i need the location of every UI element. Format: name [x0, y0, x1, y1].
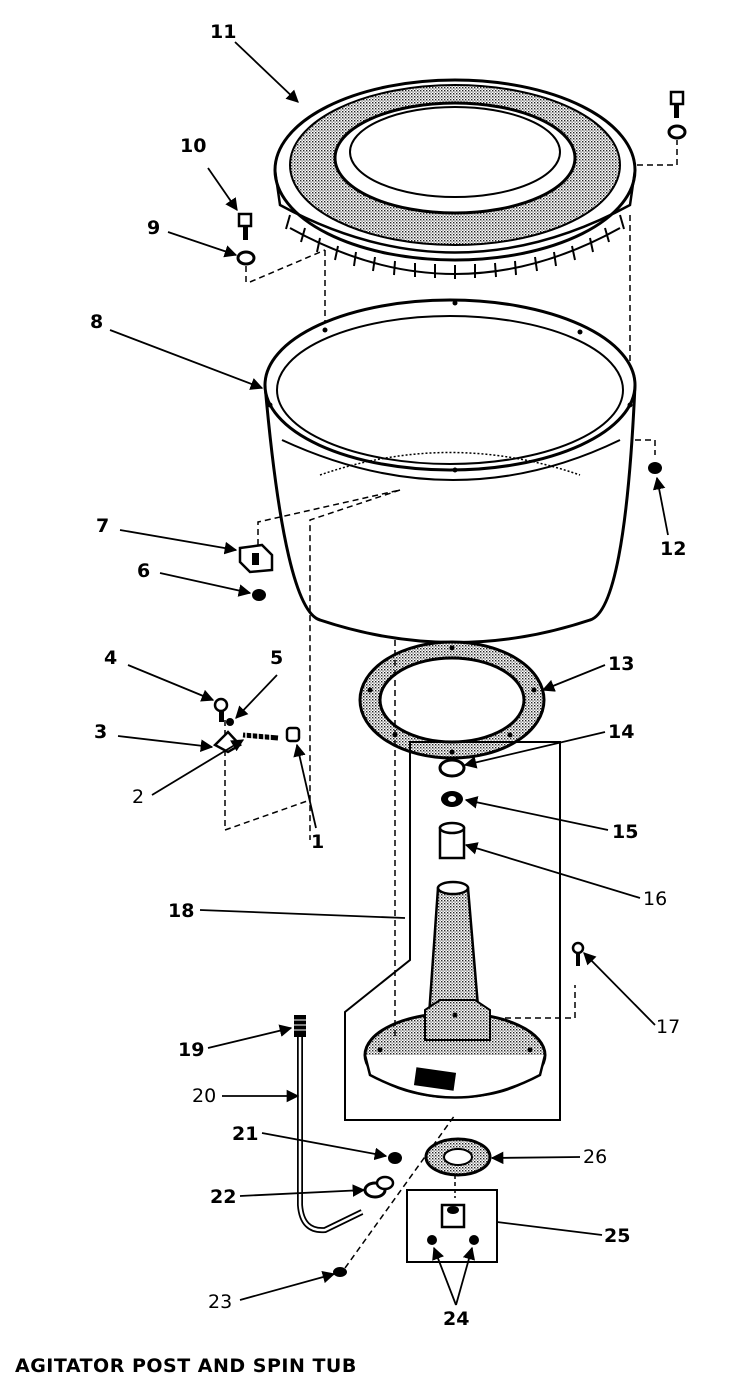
fitting-part-22 [363, 1175, 395, 1199]
kit-box-part-25 [406, 1189, 498, 1263]
callout-26: 26 [583, 1146, 607, 1168]
callout-11: 11 [210, 21, 236, 43]
callout-1: 1 [311, 831, 324, 853]
pin-part-1 [285, 726, 301, 743]
washer-part-9 [236, 250, 256, 266]
callout-14: 14 [608, 721, 634, 743]
screw-part-23 [333, 1267, 347, 1277]
screw-part-17 [571, 941, 585, 966]
callout-7: 7 [96, 515, 109, 537]
diagram-caption: AGITATOR POST AND SPIN TUB [15, 1355, 357, 1377]
callout-23: 23 [208, 1291, 232, 1313]
callout-10: 10 [180, 135, 206, 157]
washer-part-5 [226, 718, 234, 726]
screws-part-24 [427, 1235, 479, 1245]
callout-6: 6 [137, 560, 150, 582]
callout-labels: 11 10 9 8 7 6 4 5 3 2 1 12 13 14 15 16 1… [90, 21, 686, 1330]
spring-part-2 [242, 732, 279, 742]
seal-part-26 [424, 1137, 492, 1177]
callout-18: 18 [168, 900, 194, 922]
agitator-post-part-18 [363, 880, 547, 1099]
callout-3: 3 [94, 721, 107, 743]
balance-ring-part [273, 78, 637, 279]
callout-8: 8 [90, 311, 103, 333]
bushing-part-16 [438, 821, 466, 860]
callout-15: 15 [612, 821, 638, 843]
callout-21: 21 [232, 1123, 258, 1145]
callout-25: 25 [604, 1225, 630, 1247]
bearing-part-25 [440, 1203, 466, 1229]
cap-part-19 [294, 1015, 306, 1037]
callout-4: 4 [104, 647, 117, 669]
nut-part-12 [648, 462, 662, 474]
spin-tub-part [263, 298, 637, 644]
screw-part-4 [213, 697, 229, 722]
nut-part-6 [252, 589, 266, 601]
callout-2: 2 [132, 786, 144, 808]
hose-part-20 [297, 1030, 364, 1234]
callout-20: 20 [192, 1085, 216, 1107]
callout-12: 12 [660, 538, 686, 560]
callout-5: 5 [270, 647, 283, 669]
callout-19: 19 [178, 1039, 204, 1061]
gasket-part-13 [358, 640, 546, 760]
screw-part-10 [237, 212, 253, 240]
callout-9: 9 [147, 217, 160, 239]
callout-13: 13 [608, 653, 634, 675]
exploded-parts-diagram: 11 10 9 8 7 6 4 5 3 2 1 12 13 14 15 16 1… [90, 21, 687, 1330]
callout-24: 24 [443, 1308, 469, 1330]
callout-22: 22 [210, 1186, 236, 1208]
nut-part-14 [438, 758, 466, 778]
bracket-part-7 [238, 543, 274, 574]
callout-17: 17 [656, 1016, 680, 1038]
leader-lines [109, 41, 669, 1306]
nut-part-21 [388, 1152, 402, 1164]
screw-top-right [667, 90, 687, 140]
callout-16: 16 [643, 888, 667, 910]
